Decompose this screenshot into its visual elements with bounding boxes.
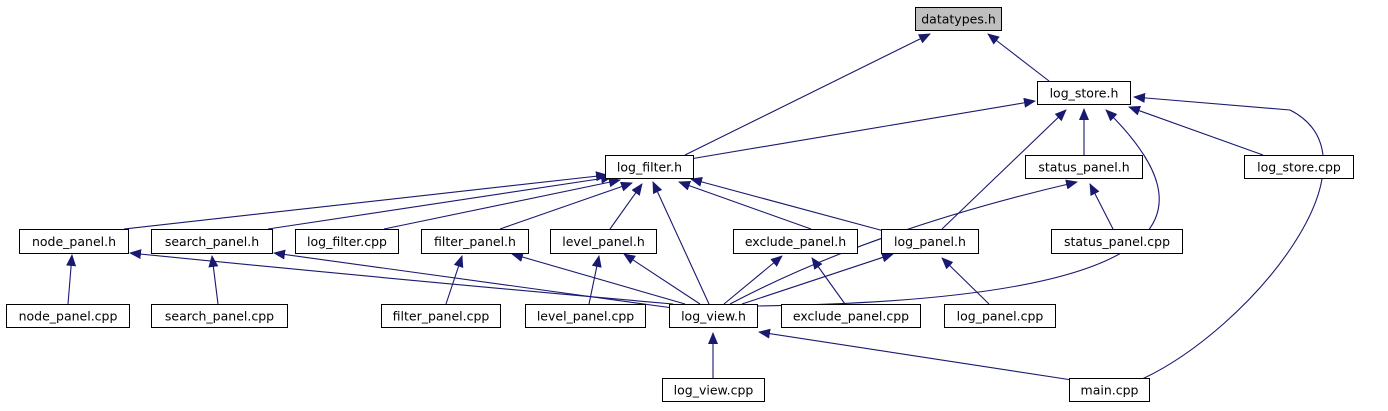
node-box <box>295 229 399 254</box>
edge-search-panel-cpp-to-search-panel-h <box>208 255 219 305</box>
edge-log-filter-h-to-datatypes-h <box>684 33 931 156</box>
node-box <box>733 229 858 254</box>
node-log-filter-h[interactable]: log_filter.h <box>605 155 694 179</box>
node-box <box>1025 155 1143 179</box>
node-box <box>881 229 979 254</box>
node-log-store-h[interactable]: log_store.h <box>1037 81 1131 105</box>
node-box <box>151 304 288 328</box>
edge-main-cpp-to-log-store-h <box>1133 92 1324 381</box>
node-label: log_view.cpp <box>674 383 754 398</box>
node-node-panel-cpp[interactable]: node_panel.cpp <box>6 304 130 328</box>
edge-node-panel-cpp-to-node-panel-h <box>66 254 77 305</box>
node-label: status_panel.h <box>1038 160 1129 175</box>
node-log-filter-cpp[interactable]: log_filter.cpp <box>295 229 399 254</box>
node-node-panel-h[interactable]: node_panel.h <box>19 229 129 254</box>
node-box <box>1051 229 1183 254</box>
node-main-cpp[interactable]: main.cpp <box>1069 378 1150 402</box>
edge-exclude-panel-cpp-to-exclude-panel-h <box>811 257 846 305</box>
node-label: log_filter.h <box>617 160 682 175</box>
edge-log-panel-h-to-log-filter-h <box>690 177 885 232</box>
node-label: node_panel.cpp <box>19 309 118 324</box>
node-log-store-cpp[interactable]: log_store.cpp <box>1244 155 1354 179</box>
node-log-panel-cpp[interactable]: log_panel.cpp <box>944 304 1056 328</box>
node-label: search_panel.cpp <box>165 309 274 324</box>
edge-filter-panel-cpp-to-filter-panel-h <box>445 255 464 305</box>
node-exclude-panel-cpp[interactable]: exclude_panel.cpp <box>781 304 921 328</box>
node-box <box>669 304 758 328</box>
node-box <box>1069 378 1150 402</box>
node-box <box>944 304 1056 328</box>
node-box <box>525 304 646 328</box>
node-log-panel-h[interactable]: log_panel.h <box>881 229 979 254</box>
edge-log-store-h-to-datatypes-h <box>987 33 1050 82</box>
node-label: datatypes.h <box>921 12 996 27</box>
node-label: log_store.h <box>1050 86 1119 101</box>
node-box <box>151 229 273 254</box>
node-label: exclude_panel.h <box>745 234 846 249</box>
node-search-panel-cpp[interactable]: search_panel.cpp <box>151 304 288 328</box>
edge-log-filter-cpp-to-log-filter-h <box>383 177 621 230</box>
edge-log-panel-cpp-to-log-panel-h <box>941 257 990 305</box>
node-label: log_panel.cpp <box>957 309 1044 324</box>
node-label: log_filter.cpp <box>307 234 387 249</box>
node-label: level_panel.cpp <box>537 309 634 324</box>
node-label: log_panel.h <box>894 234 966 249</box>
node-box <box>421 229 529 254</box>
node-label: search_panel.h <box>165 234 259 249</box>
node-box <box>6 304 130 328</box>
edge-search-panel-h-to-log-filter-h <box>267 173 613 230</box>
node-filter-panel-cpp[interactable]: filter_panel.cpp <box>381 304 501 328</box>
node-box <box>550 229 657 254</box>
node-label: node_panel.h <box>32 234 116 249</box>
node-log-view-cpp[interactable]: log_view.cpp <box>662 378 765 402</box>
node-label: filter_panel.h <box>434 234 516 249</box>
edge-log-store-cpp-to-log-store-h <box>1128 106 1264 156</box>
node-box <box>605 155 694 179</box>
node-label: log_store.cpp <box>1257 160 1341 175</box>
node-box <box>781 304 921 328</box>
node-search-panel-h[interactable]: search_panel.h <box>151 229 273 254</box>
edge-exclude-panel-h-to-log-filter-h <box>678 180 812 230</box>
node-status-panel-cpp[interactable]: status_panel.cpp <box>1051 229 1183 254</box>
node-log-view-h[interactable]: log_view.h <box>669 304 758 328</box>
node-filter-panel-h[interactable]: filter_panel.h <box>421 229 529 254</box>
node-exclude-panel-h[interactable]: exclude_panel.h <box>733 229 858 254</box>
edge-log-view-h-to-search-panel-h <box>273 249 674 309</box>
node-label: level_panel.h <box>562 234 645 249</box>
node-box <box>381 304 501 328</box>
node-level-panel-cpp[interactable]: level_panel.cpp <box>525 304 646 328</box>
node-status-panel-h[interactable]: status_panel.h <box>1025 155 1143 179</box>
edges-layer <box>66 33 1324 381</box>
node-label: exclude_panel.cpp <box>793 309 909 324</box>
edge-level-panel-cpp-to-level-panel-h <box>588 255 602 305</box>
edge-log-view-h-to-log-store-h <box>756 109 1160 307</box>
node-box <box>19 229 129 254</box>
node-box <box>1037 81 1131 105</box>
node-label: filter_panel.cpp <box>393 309 490 324</box>
edge-log-panel-h-to-log-store-h <box>941 109 1067 230</box>
edge-filter-panel-h-to-log-filter-h <box>499 181 633 230</box>
node-box <box>915 7 1002 31</box>
node-label: status_panel.cpp <box>1064 234 1170 249</box>
node-label: main.cpp <box>1081 383 1139 398</box>
node-box <box>1244 155 1354 179</box>
edge-log-view-h-to-log-filter-h <box>652 181 710 305</box>
node-datatypes-h[interactable]: datatypes.h <box>915 7 1002 31</box>
edge-log-view-h-to-log-panel-h <box>741 252 894 305</box>
edge-log-view-h-to-exclude-panel-h <box>723 255 783 305</box>
node-level-panel-h[interactable]: level_panel.h <box>550 229 657 254</box>
edge-main-cpp-to-log-view-h <box>758 328 1073 381</box>
edge-level-panel-h-to-log-filter-h <box>609 183 643 230</box>
edge-log-view-h-to-level-panel-h <box>623 253 701 305</box>
node-box <box>662 378 765 402</box>
edge-status-panel-cpp-to-status-panel-h <box>1089 183 1114 230</box>
edge-log-filter-h-to-log-store-h <box>689 97 1036 160</box>
edge-node-panel-h-to-log-filter-h <box>123 171 608 230</box>
edge-log-view-h-to-filter-panel-h <box>511 252 686 305</box>
node-label: log_view.h <box>681 309 746 324</box>
